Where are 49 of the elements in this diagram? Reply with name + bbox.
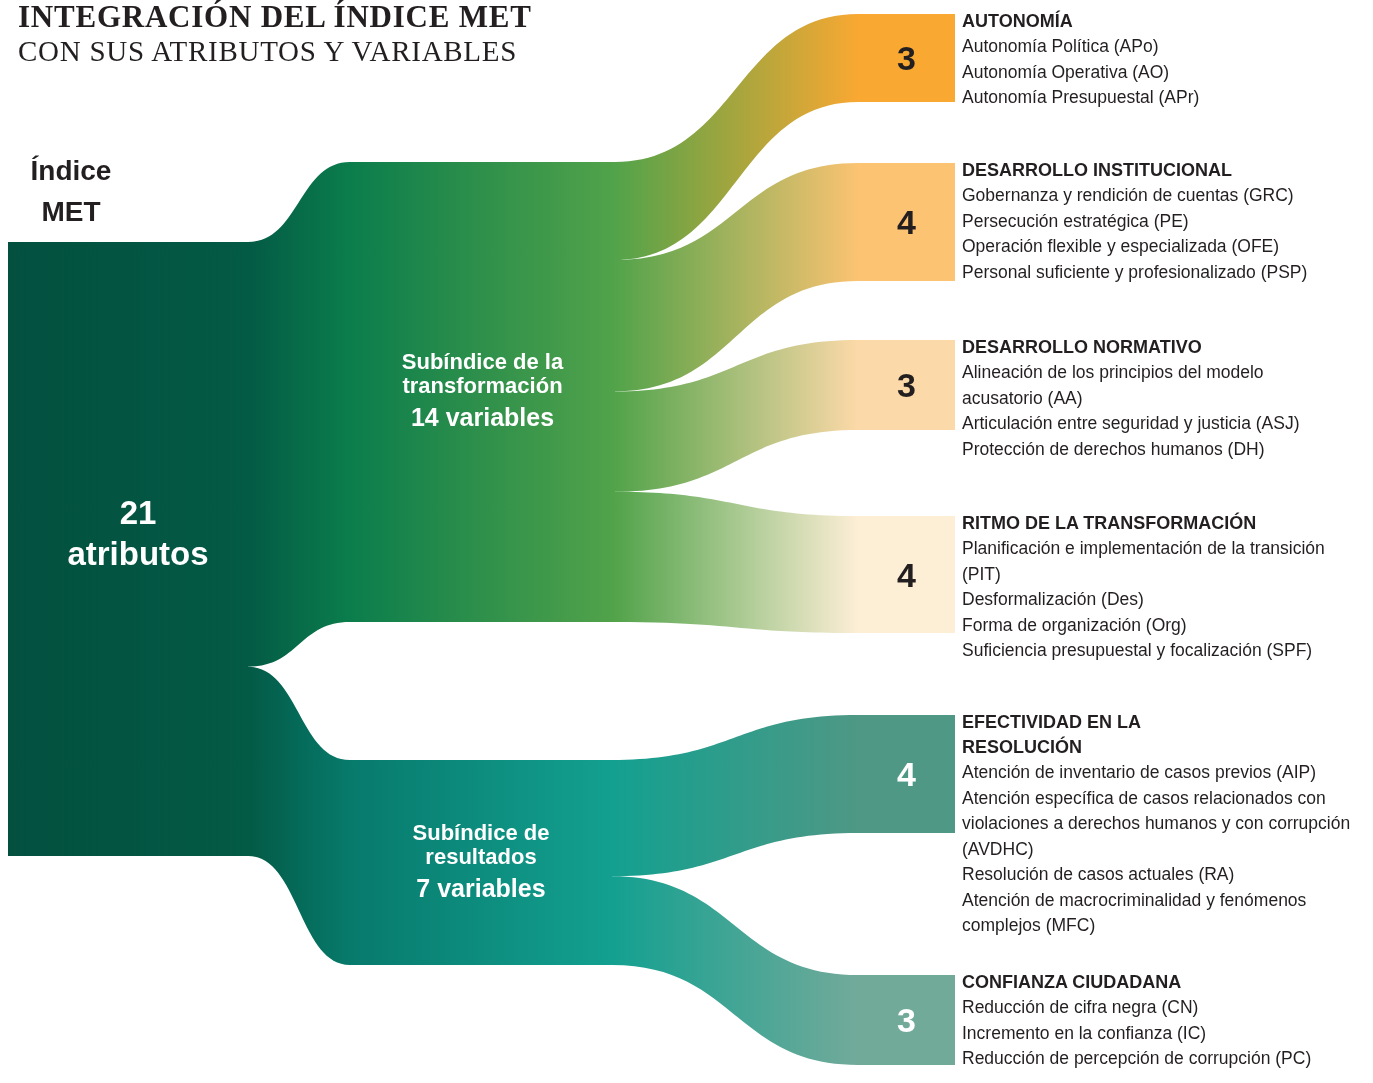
variable-item: Persecución estratégica (PE) <box>962 209 1190 233</box>
variable-count: 4 <box>897 555 916 594</box>
flow-band <box>248 162 350 667</box>
variable-count: 4 <box>897 203 916 241</box>
variable-item: Atención de inventario de casos previos (AIP) <box>962 761 1318 784</box>
variable-item: Suficiencia presupuestal y focalización (SPF) <box>962 639 1314 662</box>
variable-item: Planificación e implementación de la transición (PIT) <box>962 537 1326 586</box>
flow-band <box>615 340 858 492</box>
attribute-count: 21 atributos <box>66 493 210 574</box>
variable-item: Reducción de cifra negra (CN) <box>962 996 1200 1019</box>
variable-item: Articulación entre seguridad y justicia (ASJ) <box>962 412 1301 435</box>
flow-band <box>615 491 858 633</box>
flow-band <box>248 666 350 965</box>
variable-item: Atención de macrocriminalidad y fenómenos complejos (MFC) <box>962 888 1308 937</box>
flow-band <box>612 715 858 877</box>
variable-count: 14 variables <box>409 402 556 433</box>
variable-item: Atención específica de casos relacionados con violaciones a derechos humanos y con corrupción (AVDHC) <box>962 786 1352 861</box>
variable-count: 3 <box>897 39 916 77</box>
flow-band <box>615 163 858 392</box>
variable-item: Protección de derechos humanos (DH) <box>962 437 1266 461</box>
variable-item: Personal suficiente y profesionalizado (PSP) <box>962 260 1309 284</box>
subindex-title: Subíndice de resultados <box>411 820 551 869</box>
variable-item: Gobernanza y rendición de cuentas (GRC) <box>962 184 1295 207</box>
attribute-heading: DESARROLLO NORMATIVO <box>962 336 1203 359</box>
variable-count: 3 <box>897 366 916 404</box>
variable-item: Forma de organización (Org) <box>962 613 1188 637</box>
variable-item: Desformalización (Des) <box>962 588 1145 611</box>
index-heading: Índice MET <box>29 154 113 229</box>
variable-item: Resolución de casos actuales (RA) <box>962 863 1236 886</box>
variable-item: Operación flexible y especializada (OFE) <box>962 235 1281 258</box>
attribute-heading: AUTONOMÍA <box>962 9 1074 33</box>
variable-item: Incremento en la confianza (IC) <box>962 1021 1208 1045</box>
title: INTEGRACIÓN DEL ÍNDICE MET <box>18 0 532 34</box>
variable-count: 4 <box>897 755 916 793</box>
attribute-heading: RITMO DE LA TRANSFORMACIÓN <box>962 511 1258 535</box>
subindex-title: Subíndice de la transformación <box>400 350 565 398</box>
subtitle: CON SUS ATRIBUTOS Y VARIABLES <box>18 34 518 68</box>
variable-count: 3 <box>897 1001 916 1039</box>
attribute-heading: DESARROLLO INSTITUCIONAL <box>962 159 1233 182</box>
variable-item: Alineación de los principios del modelo acusatorio (AA) <box>962 361 1265 410</box>
attribute-heading: EFECTIVIDAD EN LA RESOLUCIÓN <box>962 711 1142 759</box>
variable-item: Autonomía Política (APo) <box>962 35 1160 58</box>
variable-item: Autonomía Presupuestal (APr) <box>962 86 1201 109</box>
variable-item: Autonomía Operativa (AO) <box>962 60 1171 84</box>
variable-item: Reducción de percepción de corrupción (PC) <box>962 1047 1313 1070</box>
flow-band <box>612 876 858 1065</box>
variable-count: 7 variables <box>415 872 547 904</box>
flow-band <box>615 14 858 260</box>
attribute-heading: CONFIANZA CIUDADANA <box>962 971 1183 994</box>
